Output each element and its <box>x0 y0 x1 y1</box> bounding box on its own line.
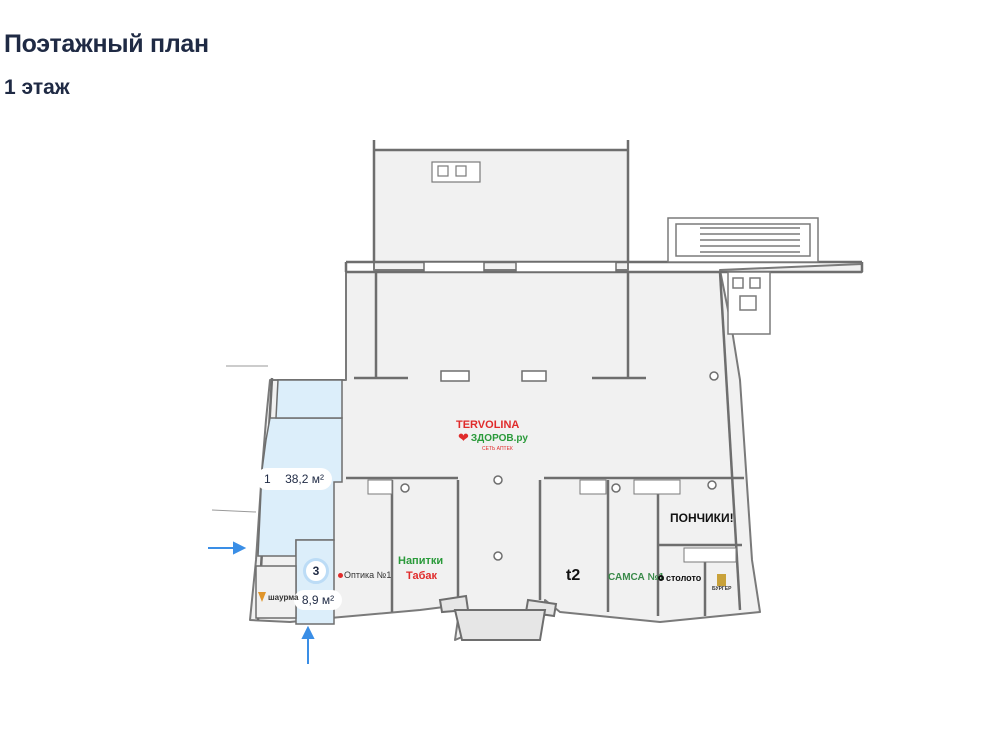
entrance-arrows <box>208 541 315 664</box>
arrow-up-icon <box>301 625 315 639</box>
upper-restroom <box>431 161 481 183</box>
burger-icon <box>717 574 727 586</box>
shaurma-label: шаурма <box>268 592 299 602</box>
burger-label: БУРГЕР <box>712 586 732 592</box>
shaurma-icon <box>258 592 266 602</box>
tabak-label: Табак <box>406 570 437 582</box>
page-title: Поэтажный план <box>4 30 209 58</box>
stoloto-logo: столото <box>658 573 701 583</box>
unit-1-badge[interactable]: 1 38,2 м² <box>256 468 332 490</box>
napitki-label: Напитки <box>398 555 444 567</box>
burger-logo: БУРГЕР <box>712 574 731 592</box>
shaurma-logo: шаурма <box>258 592 299 602</box>
optika-label: Оптика №1 <box>344 570 392 580</box>
zdorov-label: ЗДОРОВ.ру <box>470 432 528 444</box>
tervolina-logo: TERVOLINA <box>456 419 520 431</box>
entrance <box>438 594 558 641</box>
floor-label: 1 этаж <box>4 76 70 99</box>
stoloto-label: столото <box>666 573 702 583</box>
staircase <box>667 217 819 263</box>
unit-1-area-label: 38,2 м² <box>285 472 324 486</box>
ponchiki-logo: ПОНЧИКИ! <box>670 511 734 525</box>
zdorov-logo: ❤ ЗДОРОВ.ру <box>458 430 528 445</box>
samsa-logo: САМСА №1 <box>608 572 665 583</box>
stoloto-icon <box>658 575 664 581</box>
arrow-right-icon <box>233 541 247 555</box>
columns <box>400 261 719 561</box>
unit-3-area-label: 8,9 м² <box>294 590 342 610</box>
unit-1-upper[interactable] <box>275 379 343 419</box>
zdorov-sub: СЕТЬ АПТЕК <box>482 446 513 452</box>
heart-icon: ❤ <box>458 430 469 445</box>
unit-1-number: 1 <box>264 472 271 486</box>
optika-logo: Оптика №1 <box>338 570 391 580</box>
unit-3-number-circle[interactable]: 3 <box>303 558 329 584</box>
unit-3-number: 3 <box>312 564 320 578</box>
restroom-block <box>727 271 771 335</box>
t2-logo: t2 <box>566 567 581 584</box>
outer-path <box>211 365 268 513</box>
optika-icon <box>338 572 343 578</box>
